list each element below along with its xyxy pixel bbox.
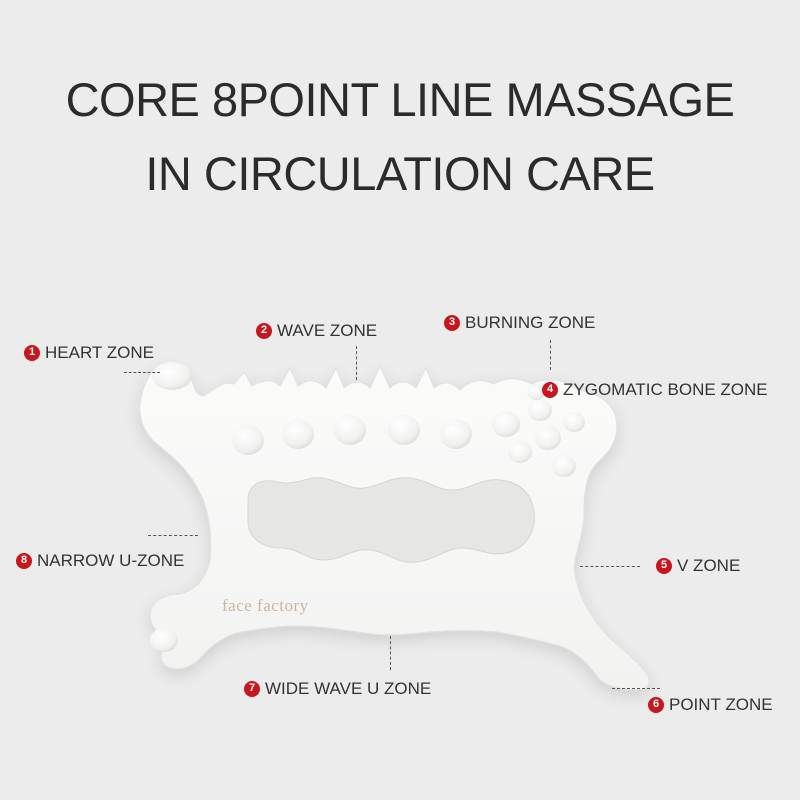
zone-label-v: 5 V ZONE <box>656 557 740 574</box>
zone-label-text: WIDE WAVE U ZONE <box>265 679 432 698</box>
zone-label-text: BURNING ZONE <box>465 313 596 332</box>
leader-line-wave-zone <box>356 346 357 380</box>
zone-label-text: ZYGOMATIC BONE ZONE <box>563 380 768 399</box>
zone-number-badge: 2 <box>256 322 272 339</box>
leader-line-wide-wave-zone <box>390 636 391 670</box>
zone-label-burning: 3 BURNING ZONE <box>444 314 595 331</box>
brand-watermark: face factory <box>222 596 309 615</box>
tool-bumps <box>150 362 585 652</box>
zone-label-point: 6 POINT ZONE <box>648 696 773 713</box>
tool-handle-hole <box>247 477 535 563</box>
zone-number-badge: 4 <box>542 381 558 398</box>
zone-number-badge: 5 <box>656 557 672 574</box>
title-line-2: IN CIRCULATION CARE <box>145 147 655 200</box>
zone-label-text: NARROW U-ZONE <box>37 551 185 570</box>
zone-number-badge: 1 <box>24 344 40 361</box>
zone-label-text: POINT ZONE <box>669 695 773 714</box>
zone-number-badge: 3 <box>444 314 460 331</box>
leader-line-v-zone <box>580 566 640 567</box>
leader-line-heart-zone <box>124 372 160 373</box>
zone-label-text: WAVE ZONE <box>277 321 378 340</box>
leader-line-narrow-u-zone <box>148 535 198 536</box>
zone-number-badge: 7 <box>244 680 260 697</box>
zone-label-zygomatic: 4 ZYGOMATIC BONE ZONE <box>542 381 768 398</box>
leader-line-point-zone <box>612 688 660 689</box>
zone-label-narrow-u: 8 NARROW U-ZONE <box>16 552 184 569</box>
zone-label-text: HEART ZONE <box>45 343 154 362</box>
zone-label-heart: 1 HEART ZONE <box>24 344 154 361</box>
zone-number-badge: 8 <box>16 552 32 569</box>
zone-number-badge: 6 <box>648 696 664 713</box>
zone-label-text: V ZONE <box>677 556 741 575</box>
zone-label-wave: 2 WAVE ZONE <box>256 322 377 339</box>
leader-line-burning-zone <box>550 340 551 370</box>
zone-label-wide-wave-u: 7 WIDE WAVE U ZONE <box>244 680 431 697</box>
title-line-1: CORE 8POINT LINE MASSAGE <box>65 73 735 126</box>
